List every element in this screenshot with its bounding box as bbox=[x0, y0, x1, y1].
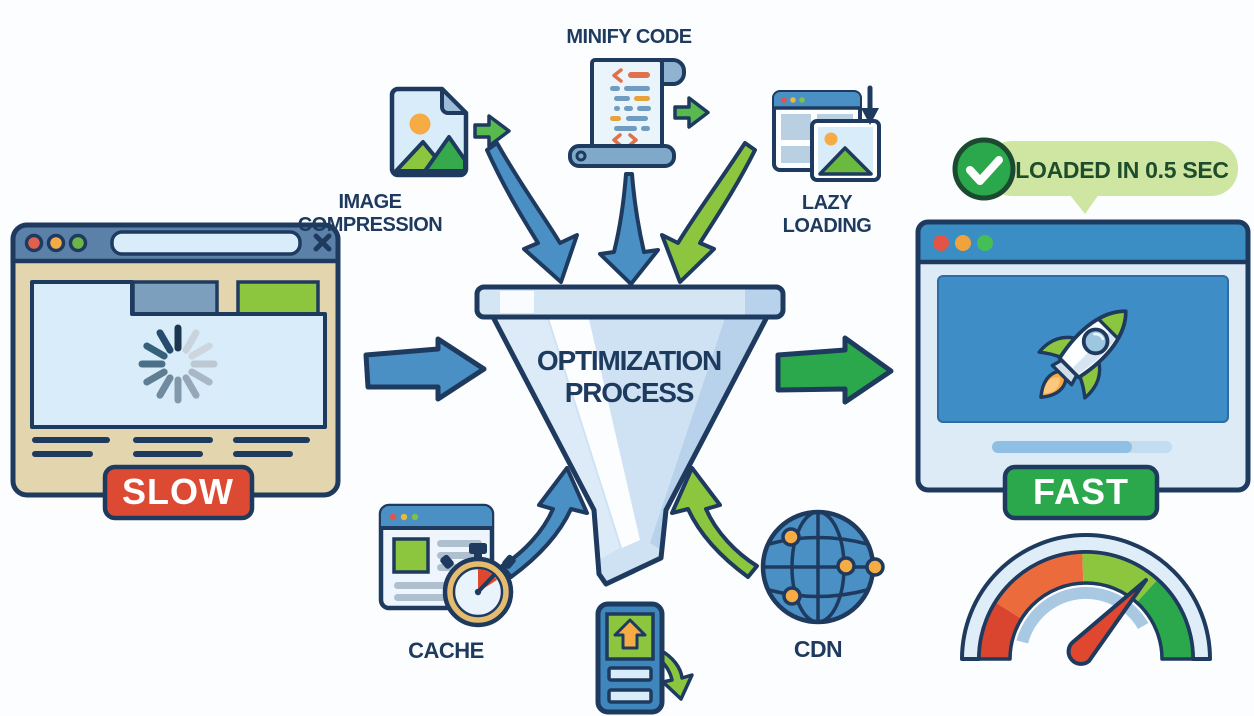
fast-badge: FAST bbox=[1002, 464, 1160, 521]
cdn-node-icon bbox=[781, 527, 801, 547]
arrow-funnel-to-fast bbox=[775, 335, 894, 405]
lazy-loading-item: LAZY LOADING bbox=[772, 85, 881, 237]
progress-bar-fill bbox=[992, 441, 1132, 453]
image-compression-item: IMAGE COMPRESSION bbox=[298, 86, 511, 236]
file-fold-corner bbox=[440, 87, 468, 115]
curved-arrow-lazy-to-funnel bbox=[660, 141, 757, 284]
curved-arrow-image-to-funnel bbox=[485, 141, 579, 284]
minify-code-item: MINIFY CODE bbox=[566, 26, 710, 168]
window-dot-red-icon bbox=[24, 233, 44, 253]
window-dot-green-icon bbox=[977, 235, 993, 251]
text-placeholder-lines bbox=[32, 437, 310, 457]
slow-badge-label: SLOW bbox=[122, 471, 234, 512]
cache-label: CACHE bbox=[408, 638, 484, 663]
funnel-highlight bbox=[548, 315, 640, 548]
cache-thumbnail bbox=[392, 537, 430, 574]
fast-badge-label: FAST bbox=[1033, 471, 1129, 512]
flow-arrows bbox=[363, 141, 894, 701]
lazy-loading-label-1: LAZY bbox=[802, 192, 853, 214]
curved-arrow-cdn-to-funnel bbox=[670, 466, 759, 579]
image-compression-label-1: IMAGE bbox=[338, 191, 401, 213]
image-compression-label-2: COMPRESSION bbox=[298, 214, 443, 236]
funnel-label-1: OPTIMIZATION bbox=[537, 345, 721, 376]
small-green-arrow-icon bbox=[473, 114, 511, 148]
cdn-label: CDN bbox=[794, 636, 842, 662]
gauge-band-outline bbox=[977, 550, 1195, 661]
mini-browser-header bbox=[774, 92, 860, 108]
minify-code-label: MINIFY CODE bbox=[566, 26, 691, 48]
cache-browser-header bbox=[381, 506, 492, 528]
cdn-node-icon bbox=[865, 557, 885, 577]
window-dot-orange-icon bbox=[955, 235, 971, 251]
slow-badge: SLOW bbox=[102, 464, 255, 521]
address-bar[interactable] bbox=[110, 230, 302, 256]
sun-icon bbox=[824, 132, 838, 146]
download-arrow-head bbox=[861, 108, 879, 125]
smartphone-icon bbox=[595, 601, 665, 715]
curved-arrow-minify-to-funnel bbox=[598, 172, 660, 286]
tab-green[interactable] bbox=[236, 280, 320, 316]
speedometer-icon bbox=[960, 533, 1212, 666]
curved-arrow-cache-to-funnel bbox=[500, 466, 589, 579]
cdn-node-icon bbox=[836, 556, 856, 576]
cdn-item: CDN bbox=[760, 509, 885, 662]
rocket-nose bbox=[1096, 309, 1128, 341]
checkmark-icon bbox=[966, 156, 1003, 185]
window-dot-orange-icon bbox=[46, 233, 66, 253]
loaded-bubble: LOADED IN 0.5 SEC bbox=[952, 137, 1238, 214]
mountain-icon bbox=[818, 146, 873, 176]
check-badge-icon bbox=[952, 137, 1016, 201]
code-lines bbox=[610, 68, 651, 147]
gauge-segment-green bbox=[1136, 579, 1193, 659]
phone-slot-2 bbox=[607, 688, 653, 704]
window-dot-red-icon bbox=[933, 235, 949, 251]
gauge-needle bbox=[1066, 578, 1148, 666]
funnel-rim bbox=[477, 287, 783, 317]
lazy-loading-label-2: LOADING bbox=[783, 215, 872, 237]
sun-icon bbox=[409, 113, 431, 135]
cdn-node-icon bbox=[782, 586, 802, 606]
arrow-slow-to-funnel bbox=[363, 336, 487, 402]
scroll-base-curl bbox=[575, 150, 587, 162]
cache-item: CACHE bbox=[378, 503, 516, 663]
window-dot-green-icon bbox=[68, 233, 88, 253]
gauge-inner-arc bbox=[1016, 587, 1149, 644]
bubble-pill bbox=[985, 141, 1238, 196]
mountain-dark-icon bbox=[423, 135, 467, 173]
close-icon[interactable] bbox=[313, 233, 332, 252]
loaded-time-label: LOADED IN 0.5 SEC bbox=[1015, 157, 1228, 183]
optimization-funnel: OPTIMIZATION PROCESS bbox=[474, 284, 786, 587]
stopwatch-icon bbox=[440, 543, 516, 628]
small-green-arrow-icon bbox=[673, 96, 710, 129]
upload-arrow-icon bbox=[613, 618, 647, 650]
gauge-segment-orange bbox=[995, 552, 1084, 619]
rocket-icon bbox=[1037, 309, 1128, 400]
fast-browser-window: FAST bbox=[915, 219, 1251, 521]
globe-grid bbox=[764, 510, 874, 624]
page-content-area bbox=[30, 280, 327, 429]
slow-browser-window: SLOW bbox=[10, 222, 341, 521]
funnel-label-2: PROCESS bbox=[565, 377, 694, 408]
loading-spinner-icon bbox=[138, 324, 218, 404]
tab-blue[interactable] bbox=[131, 280, 219, 316]
phone-slot-1 bbox=[607, 666, 653, 682]
scroll-base bbox=[568, 144, 676, 168]
browser-titlebar bbox=[918, 222, 1248, 262]
